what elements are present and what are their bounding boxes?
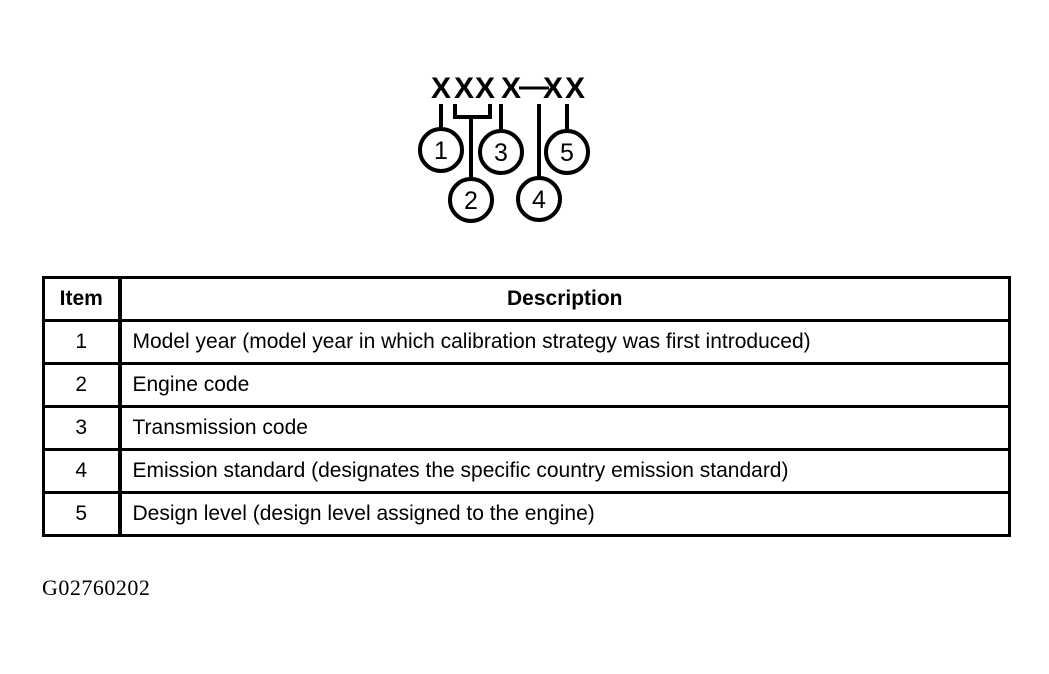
table-row: 3 Transmission code [42, 405, 1011, 451]
code-pattern-text: X X X X — X X [431, 70, 585, 105]
column-header-item: Item [42, 276, 122, 322]
code-char-5: X [543, 72, 563, 105]
callout-number-5: 5 [560, 139, 574, 167]
callout-circle-3 [478, 129, 524, 175]
callout-circle-5 [544, 129, 590, 175]
table-header-row: Item Description [42, 276, 1011, 322]
calibration-code-diagram: X X X X — X X 1 2 [418, 70, 590, 223]
code-char-1: X [431, 72, 451, 105]
row-item-number: 1 [42, 319, 122, 365]
callout-number-2: 2 [464, 187, 478, 215]
row-description: Model year (model year in which calibrat… [118, 319, 1011, 365]
row-item-number: 5 [42, 491, 122, 537]
callout-circle-4 [516, 176, 562, 222]
row-description: Engine code [118, 362, 1011, 408]
callout-circle-2 [448, 177, 494, 223]
row-description: Emission standard (designates the specif… [118, 448, 1011, 494]
row-description: Design level (design level assigned to t… [118, 491, 1011, 537]
callout-number-4: 4 [532, 186, 546, 214]
row-item-number: 3 [42, 405, 122, 451]
table-row: 1 Model year (model year in which calibr… [42, 319, 1011, 365]
callout-number-3: 3 [494, 139, 508, 167]
row-item-number: 2 [42, 362, 122, 408]
callout-circle-1 [418, 127, 464, 173]
row-item-number: 4 [42, 448, 122, 494]
figure-id-caption: G02760202 [42, 575, 151, 600]
code-char-3: X [475, 72, 495, 105]
code-char-2: X [454, 72, 474, 105]
table-row: 4 Emission standard (designates the spec… [42, 448, 1011, 494]
table-row: 5 Design level (design level assigned to… [42, 491, 1011, 537]
column-header-description: Description [118, 276, 1011, 322]
row-description: Transmission code [118, 405, 1011, 451]
code-dash: — [519, 70, 549, 103]
code-char-6: X [565, 72, 585, 105]
callout-number-1: 1 [434, 137, 448, 165]
leader-bracket-2 [453, 104, 492, 180]
table-row: 2 Engine code [42, 362, 1011, 408]
code-char-4: X [501, 72, 521, 105]
callout-legend-table: Item Description 1 Model year (model yea… [42, 276, 1011, 537]
